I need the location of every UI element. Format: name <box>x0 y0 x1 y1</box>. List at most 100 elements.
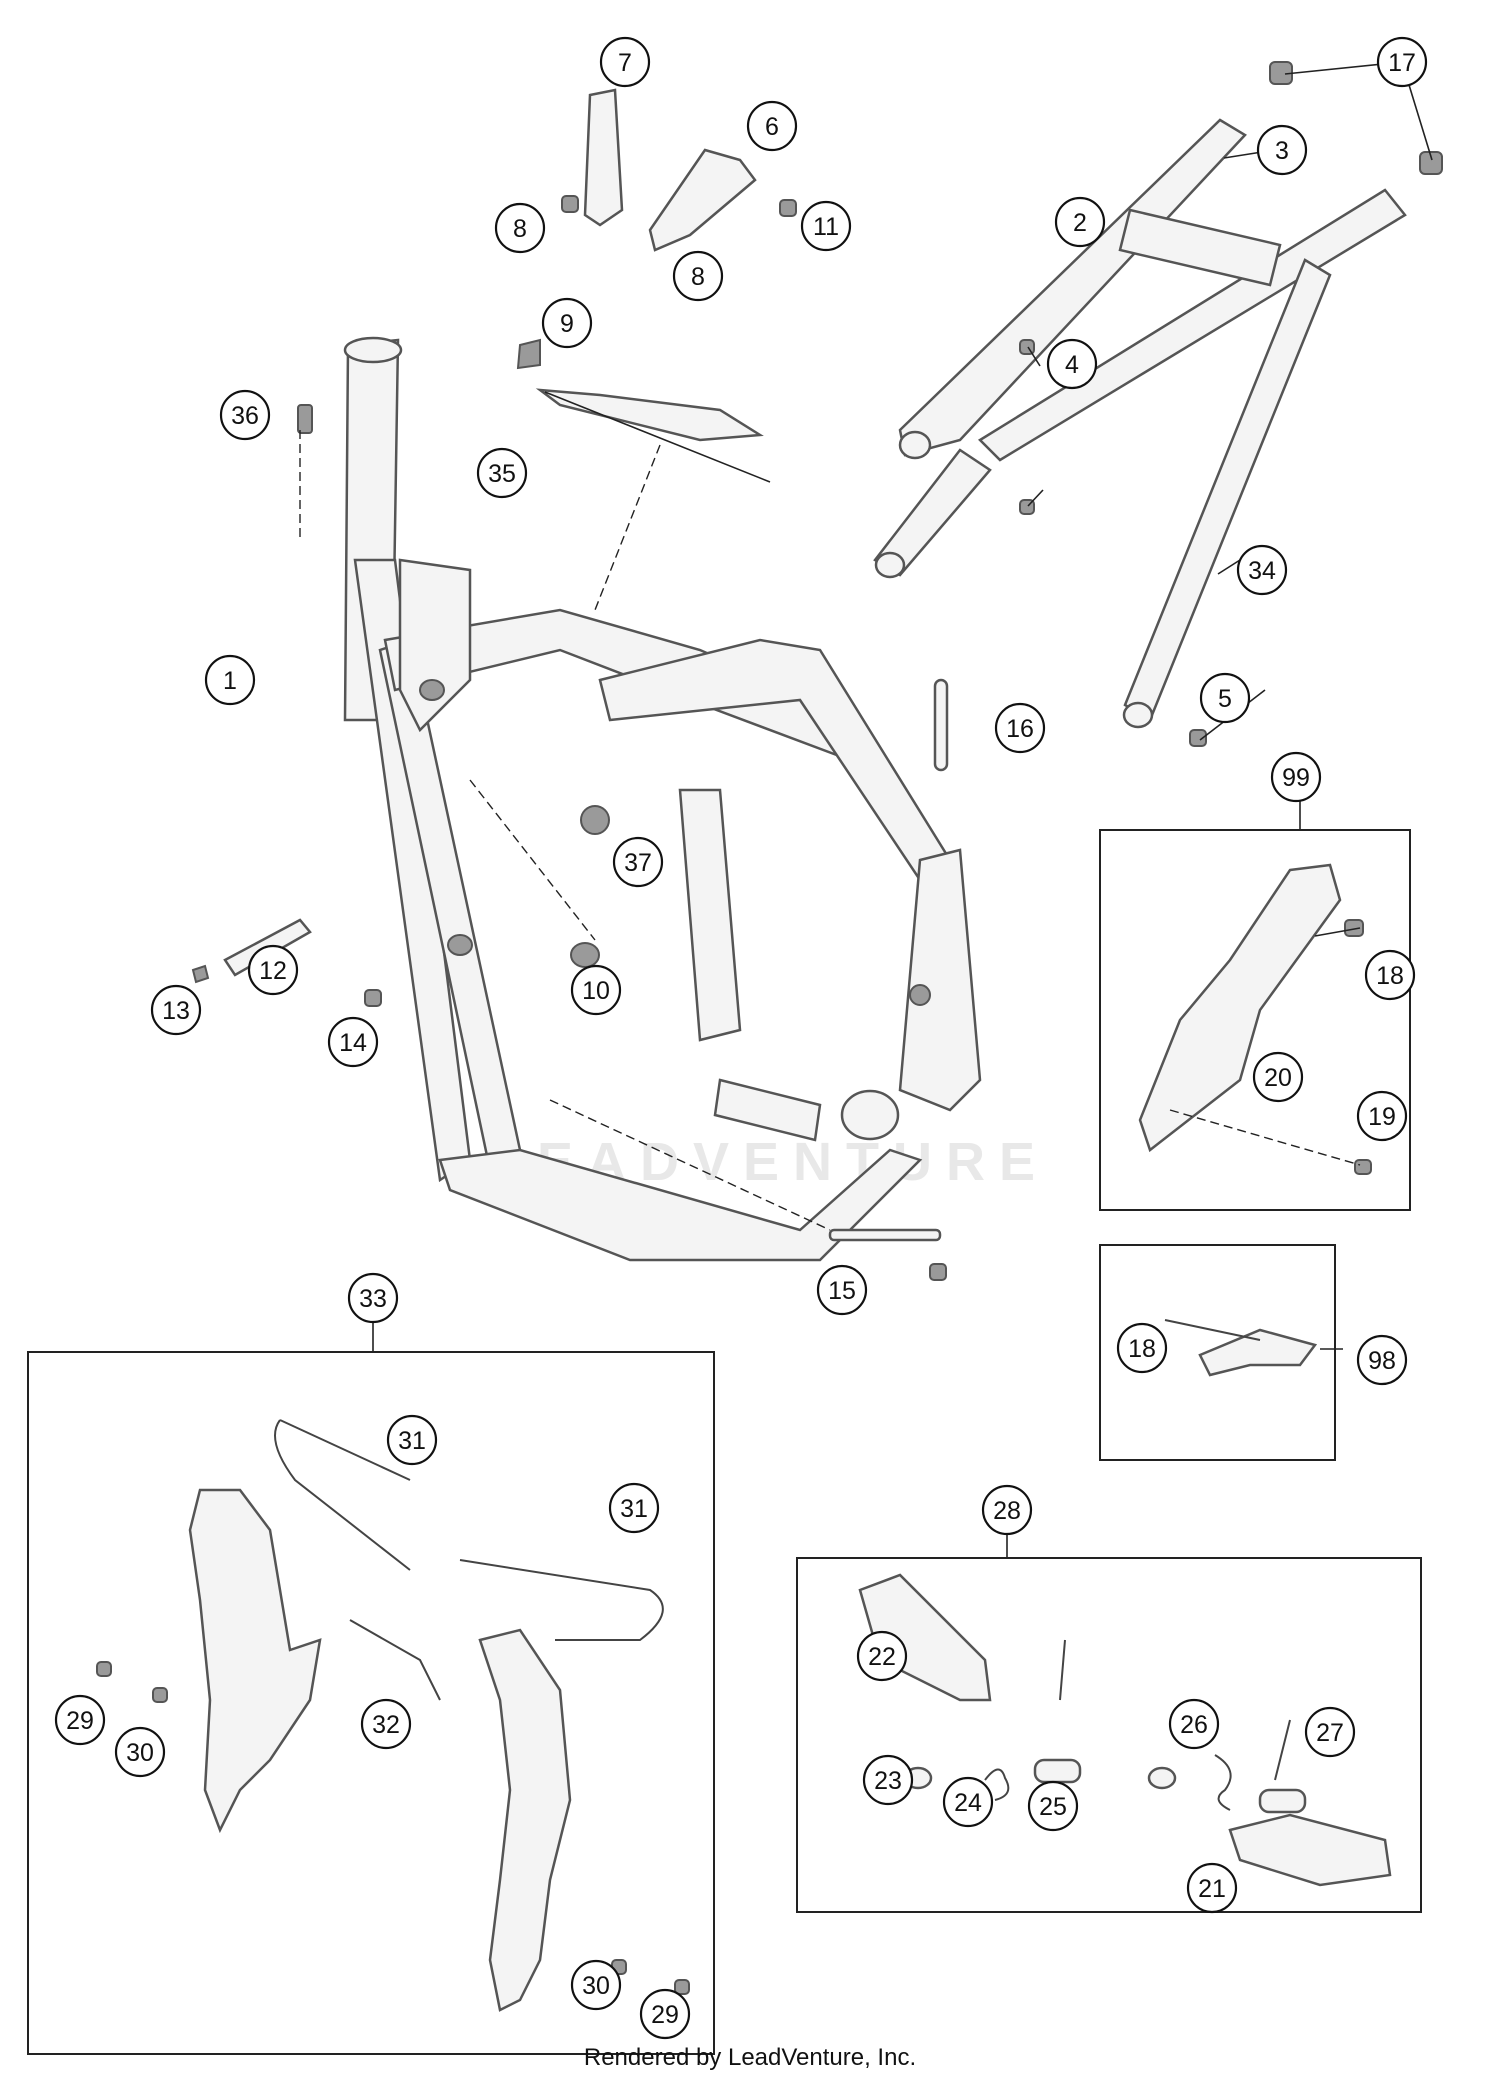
callout-label: 22 <box>868 1643 896 1671</box>
callout-6: 6 <box>746 100 798 152</box>
callout-29: 29 <box>639 1988 691 2040</box>
kit-33-parts <box>96 1419 690 2012</box>
callout-circle <box>862 1754 914 1806</box>
callout-circle <box>247 944 299 996</box>
callout-12: 12 <box>247 944 299 996</box>
callout-32: 32 <box>360 1698 412 1750</box>
callout-label: 8 <box>513 215 527 243</box>
callout-circle <box>1116 1322 1168 1374</box>
callout-circle <box>672 250 724 302</box>
callout-circle <box>1270 751 1322 803</box>
callout-label: 7 <box>618 49 632 77</box>
callout-13: 13 <box>150 984 202 1036</box>
callout-label: 27 <box>1316 1719 1344 1747</box>
callout-33: 33 <box>347 1272 399 1324</box>
callout-circle <box>114 1726 166 1778</box>
callout-circle <box>1054 196 1106 248</box>
callout-label: 14 <box>339 1029 367 1057</box>
bracket-6 <box>648 148 757 252</box>
footer-credit: Rendered by LeadVenture, Inc. <box>583 2044 917 2071</box>
callout-circle <box>1252 1051 1304 1103</box>
callout-5: 5 <box>1199 672 1251 724</box>
rear-subframe <box>873 118 1407 729</box>
callout-label: 98 <box>1368 1347 1396 1375</box>
callout-label: 99 <box>1282 764 1310 792</box>
callout-label: 29 <box>651 2001 679 2029</box>
callout-label: 30 <box>582 1972 610 2000</box>
callout-31: 31 <box>608 1482 660 1534</box>
callout-2: 2 <box>1054 196 1106 248</box>
callout-label: 5 <box>1218 685 1232 713</box>
callout-98: 98 <box>1356 1334 1408 1386</box>
callout-circle <box>54 1694 106 1746</box>
kit-box-98 <box>1099 1244 1336 1461</box>
callout-label: 35 <box>488 460 516 488</box>
callout-8: 8 <box>672 250 724 302</box>
callout-7: 7 <box>599 36 651 88</box>
callout-label: 20 <box>1264 1064 1292 1092</box>
callout-label: 33 <box>359 1285 387 1313</box>
callout-circle <box>570 1959 622 2011</box>
kit-99-part <box>1138 863 1372 1175</box>
callout-label: 12 <box>259 957 287 985</box>
callout-circle <box>1046 338 1098 390</box>
callout-28: 28 <box>981 1484 1033 1536</box>
callout-9: 9 <box>541 297 593 349</box>
kit-box-33 <box>27 1351 715 2055</box>
callout-circle <box>1199 672 1251 724</box>
callout-label: 18 <box>1376 962 1404 990</box>
callout-circle <box>608 1482 660 1534</box>
callout-circle <box>942 1776 994 1828</box>
callout-31: 31 <box>386 1414 438 1466</box>
callout-11: 11 <box>800 200 852 252</box>
callout-23: 23 <box>862 1754 914 1806</box>
callout-circle <box>360 1698 412 1750</box>
callout-30: 30 <box>114 1726 166 1778</box>
callout-circle <box>570 964 622 1016</box>
callout-34: 34 <box>1236 544 1288 596</box>
callout-label: 17 <box>1388 49 1416 77</box>
callout-1: 1 <box>204 654 256 706</box>
callout-circle <box>612 836 664 888</box>
callout-4: 4 <box>1046 338 1098 390</box>
callout-30: 30 <box>570 1959 622 2011</box>
callout-group: 1234567889101112131415161718181920212223… <box>54 36 1428 2040</box>
callout-label: 29 <box>66 1707 94 1735</box>
callout-circle <box>494 202 546 254</box>
bracket-7 <box>583 88 624 227</box>
callout-21: 21 <box>1186 1862 1238 1914</box>
kit-box-28 <box>796 1557 1422 1913</box>
callout-35: 35 <box>476 447 528 499</box>
callout-label: 26 <box>1180 1711 1208 1739</box>
callout-27: 27 <box>1304 1706 1356 1758</box>
callout-99: 99 <box>1270 751 1322 803</box>
callout-label: 31 <box>620 1495 648 1523</box>
callout-label: 32 <box>372 1711 400 1739</box>
callout-circle <box>816 1264 868 1316</box>
callout-circle <box>746 100 798 152</box>
callout-8: 8 <box>494 202 546 254</box>
callout-label: 37 <box>624 849 652 877</box>
callout-3: 3 <box>1256 124 1308 176</box>
callout-circle <box>204 654 256 706</box>
callout-18: 18 <box>1116 1322 1168 1374</box>
kit-28-parts <box>858 1573 1392 1887</box>
callout-label: 16 <box>1006 715 1034 743</box>
bracket-9 <box>535 388 771 483</box>
callout-label: 28 <box>993 1497 1021 1525</box>
callout-circle <box>1356 1090 1408 1142</box>
callout-label: 23 <box>874 1767 902 1795</box>
callout-22: 22 <box>856 1630 908 1682</box>
callout-circle <box>1186 1862 1238 1914</box>
callout-circle <box>219 389 271 441</box>
callout-16: 16 <box>994 702 1046 754</box>
callout-circle <box>1364 949 1416 1001</box>
callout-circle <box>541 297 593 349</box>
callout-19: 19 <box>1356 1090 1408 1142</box>
callout-circle <box>981 1484 1033 1536</box>
callout-circle <box>386 1414 438 1466</box>
callout-circle <box>1376 36 1428 88</box>
callout-circle <box>994 702 1046 754</box>
callout-label: 8 <box>691 263 705 291</box>
